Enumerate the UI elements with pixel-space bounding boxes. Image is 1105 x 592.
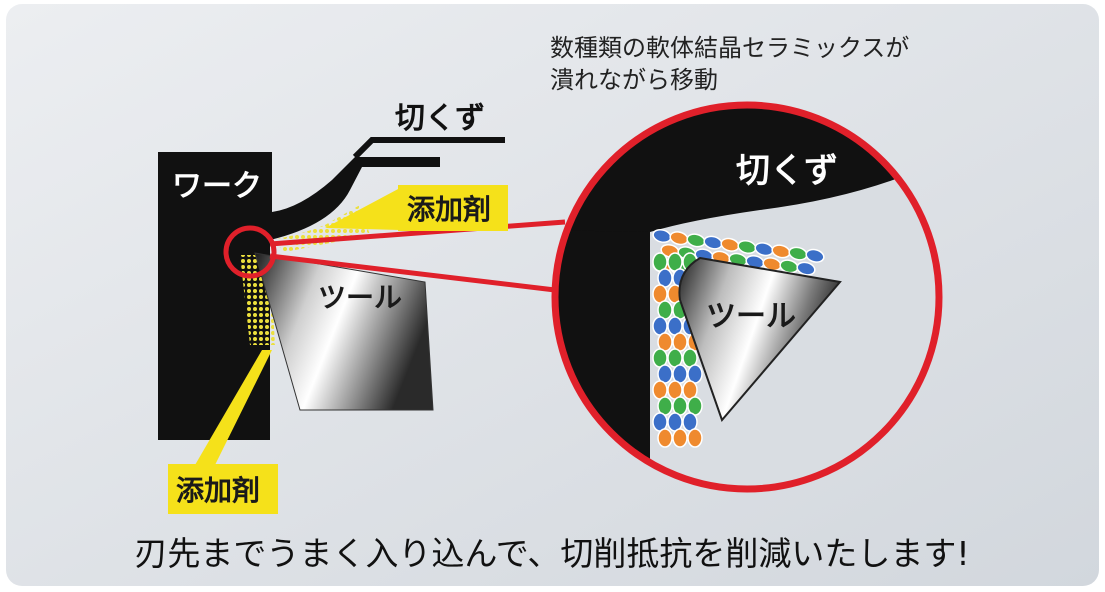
work-piece [158,152,440,440]
additive-bottom-callout [195,350,272,465]
annotation-line-1: 数種類の軟体結晶セラミックスが [550,34,909,62]
chips-label-small: 切くず [395,101,485,136]
tool-zoom [678,256,842,422]
caption-text: 刃先までうまく入り込んで、切削抵抗を削減いたします! [134,534,969,573]
additive-top-label: 添加剤 [407,193,491,226]
work-label: ワーク [172,169,262,204]
ceramic-particle [805,248,825,263]
additive-top-box [398,185,508,231]
annotation-line-2: 潰れながら移動 [550,66,718,94]
additive-top-callout [325,188,400,230]
tool-label-zoom: ツール [706,299,796,334]
zoom-line-top [269,219,566,247]
ceramic-particle [657,428,673,448]
additive-bottom-box [168,464,278,514]
small-magnifier-ring [223,225,277,279]
ceramic-particle [796,261,816,276]
zoom-magnifier-ring [551,101,943,493]
zoom-line-bottom [269,253,556,293]
tool-small [254,252,434,411]
ceramic-particle [672,428,688,448]
tool-label-small: ツール [318,281,402,314]
chip-line [352,137,505,160]
additive-bottom-label: 添加剤 [176,474,260,507]
ceramic-particle [687,428,703,448]
chips-label-zoom: 切くず [736,151,838,191]
